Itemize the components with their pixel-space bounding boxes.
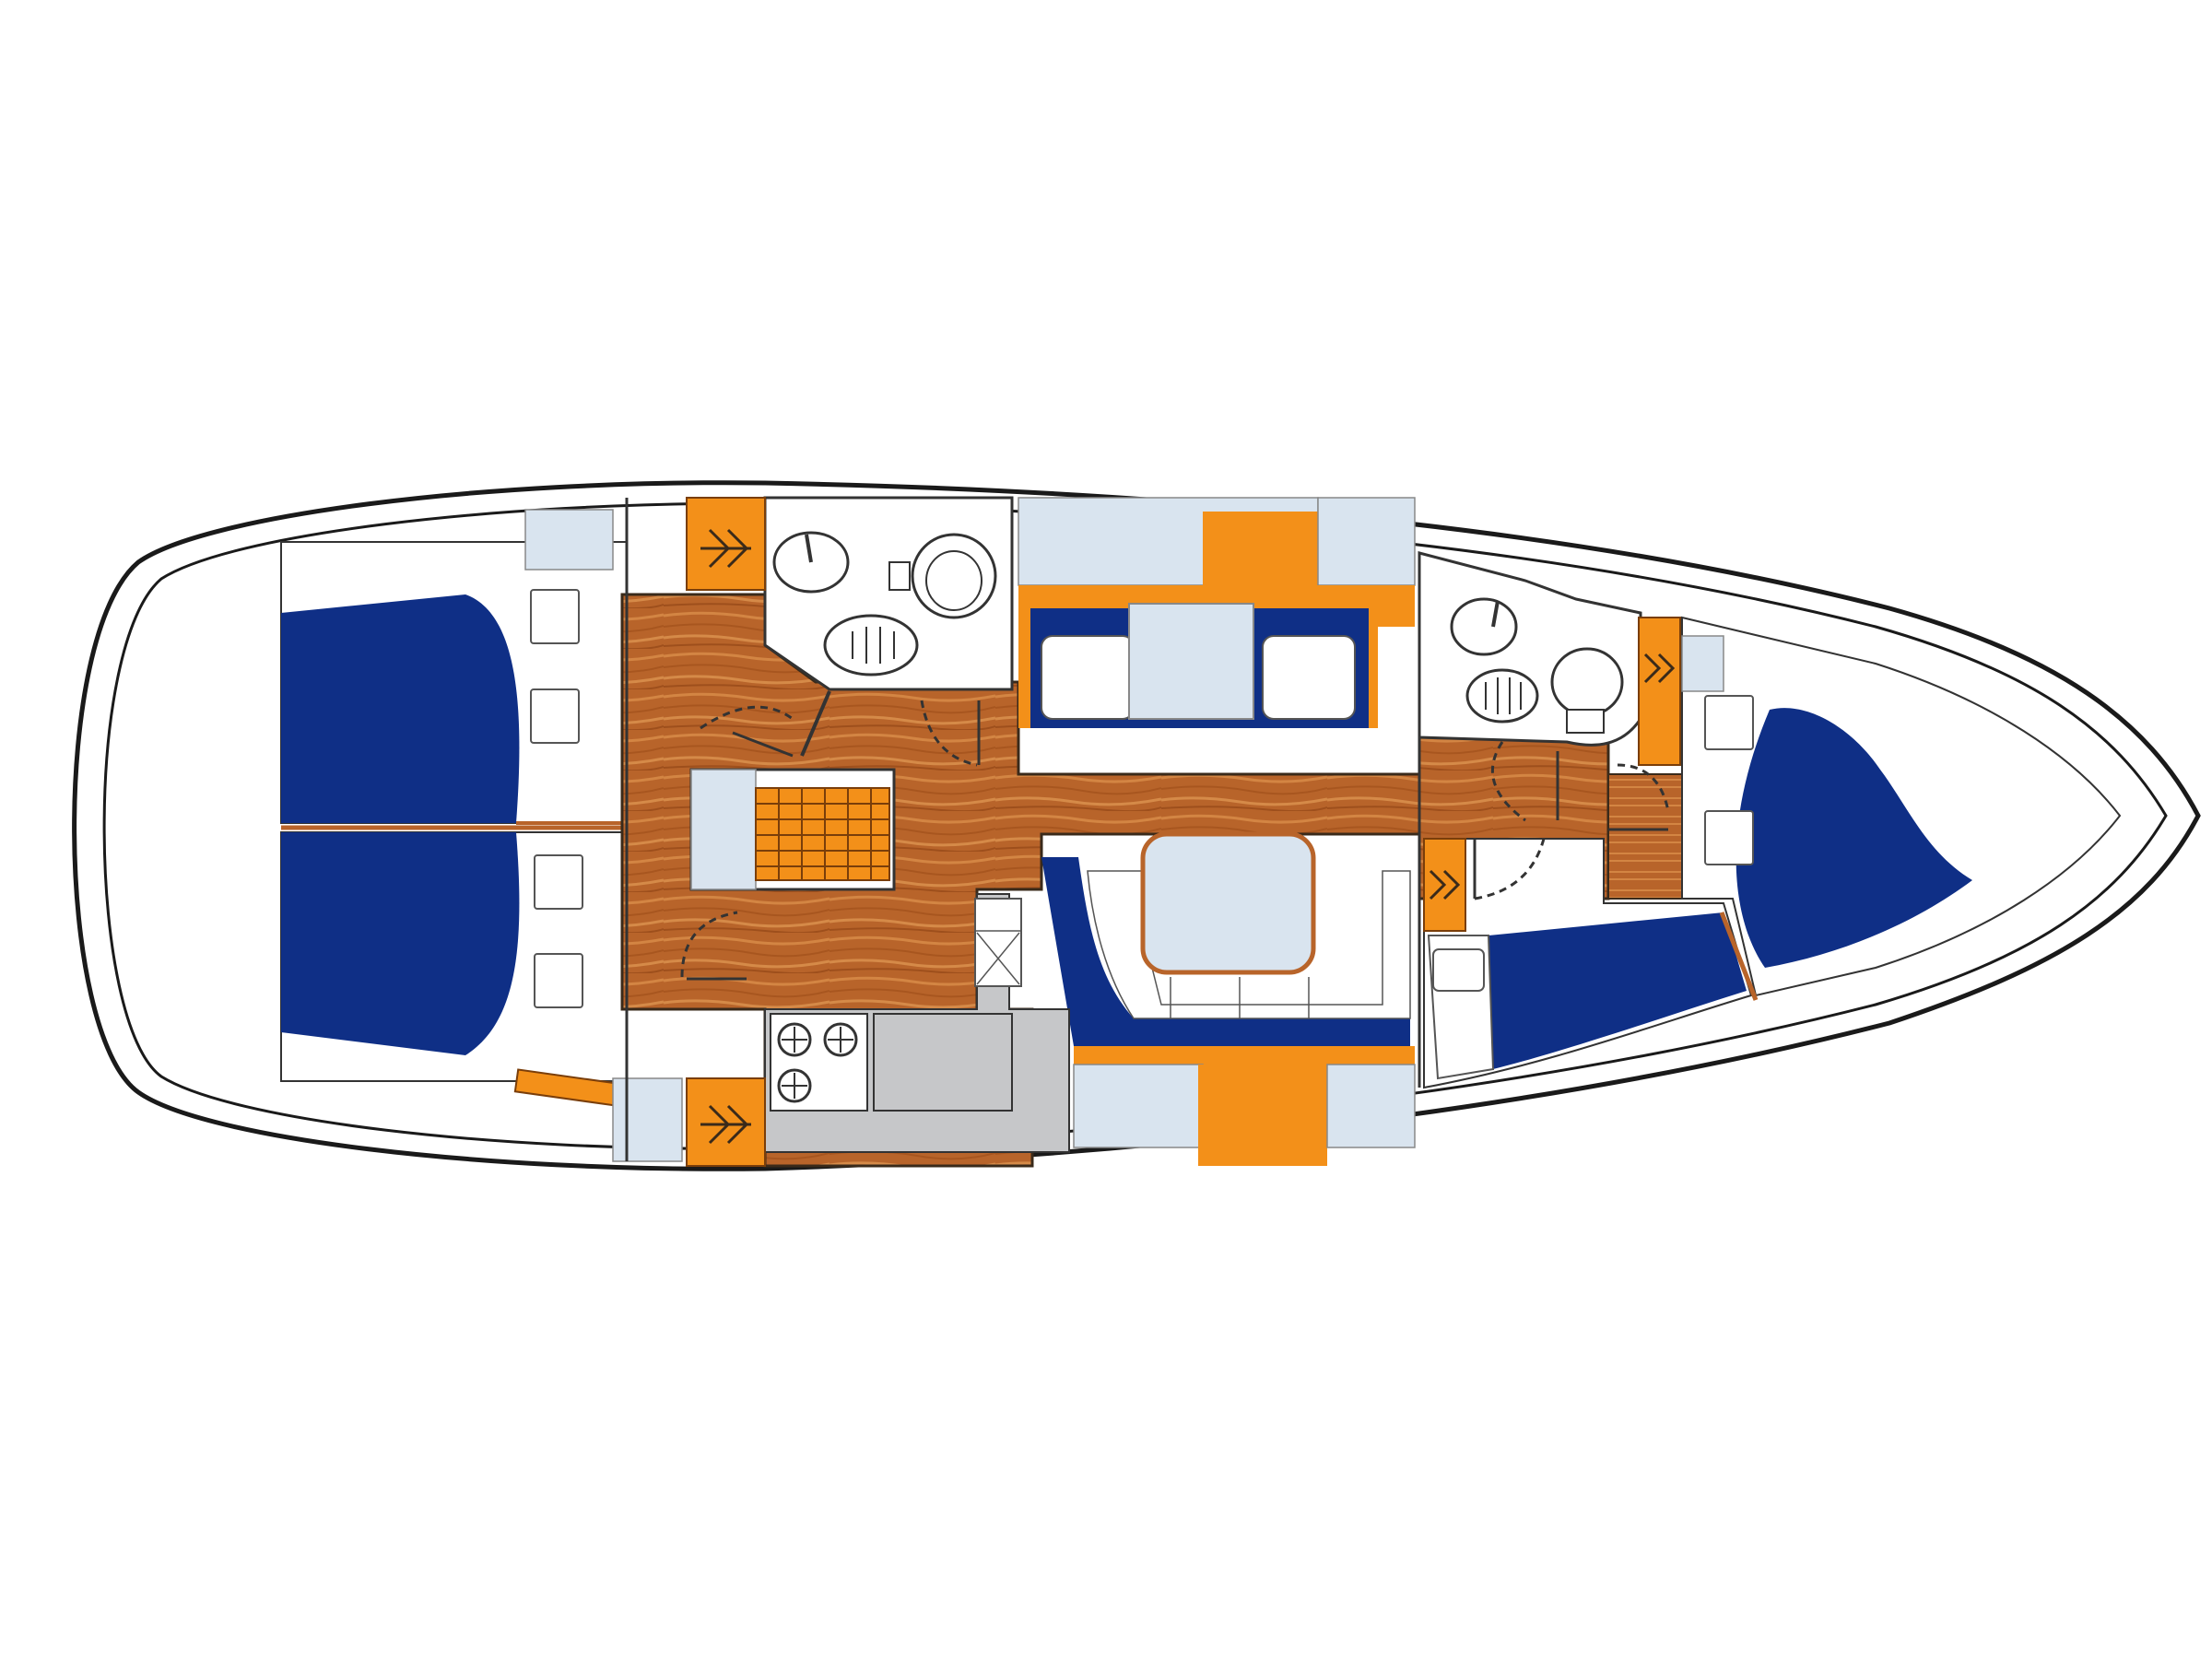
- stove-icon: [770, 1013, 868, 1112]
- toilet-icon: [1550, 647, 1624, 734]
- aft-head[interactable]: [686, 496, 1014, 691]
- door-arc: [920, 700, 978, 767]
- door-swing: [800, 690, 831, 757]
- v-berth-icon: [1735, 708, 1972, 968]
- locker: [1638, 617, 1681, 766]
- hanger-icon: [1429, 869, 1461, 900]
- companionway-stairs[interactable]: [689, 768, 896, 891]
- door-arc: [700, 705, 794, 730]
- toilet-icon: [888, 533, 997, 619]
- table-icon: [1140, 831, 1316, 975]
- hanger-icon: [700, 528, 751, 569]
- fridge-icon: [974, 898, 1022, 987]
- double-berth-icon: [281, 594, 520, 823]
- side-cabin[interactable]: [1423, 838, 1759, 1089]
- saloon-settee-starboard[interactable]: [1041, 831, 1416, 1166]
- hanger-icon: [1643, 653, 1676, 684]
- forward-cabin[interactable]: [1681, 616, 2122, 997]
- aft-cabin-starboard[interactable]: [280, 831, 683, 1162]
- galley[interactable]: [764, 893, 1070, 1153]
- hanger-icon: [700, 1104, 751, 1145]
- aft-cabin-port[interactable]: [280, 509, 628, 825]
- door-arc: [1490, 741, 1526, 822]
- galley-counter: [873, 1013, 1013, 1112]
- stairs-icon: [755, 787, 890, 881]
- forward-floor: [1607, 773, 1683, 900]
- door-arc: [680, 911, 738, 978]
- shower-drain-icon: [823, 614, 919, 677]
- saloon-settee-port[interactable]: [1018, 497, 1416, 728]
- shower-drain-icon: [1465, 668, 1539, 724]
- lower-locker: [686, 1077, 766, 1167]
- single-berth-icon: [1488, 912, 1747, 1069]
- sink-icon: [1450, 597, 1518, 656]
- forward-head[interactable]: [1418, 551, 1642, 747]
- double-berth-icon: [281, 832, 520, 1055]
- door-arc: [1617, 763, 1670, 812]
